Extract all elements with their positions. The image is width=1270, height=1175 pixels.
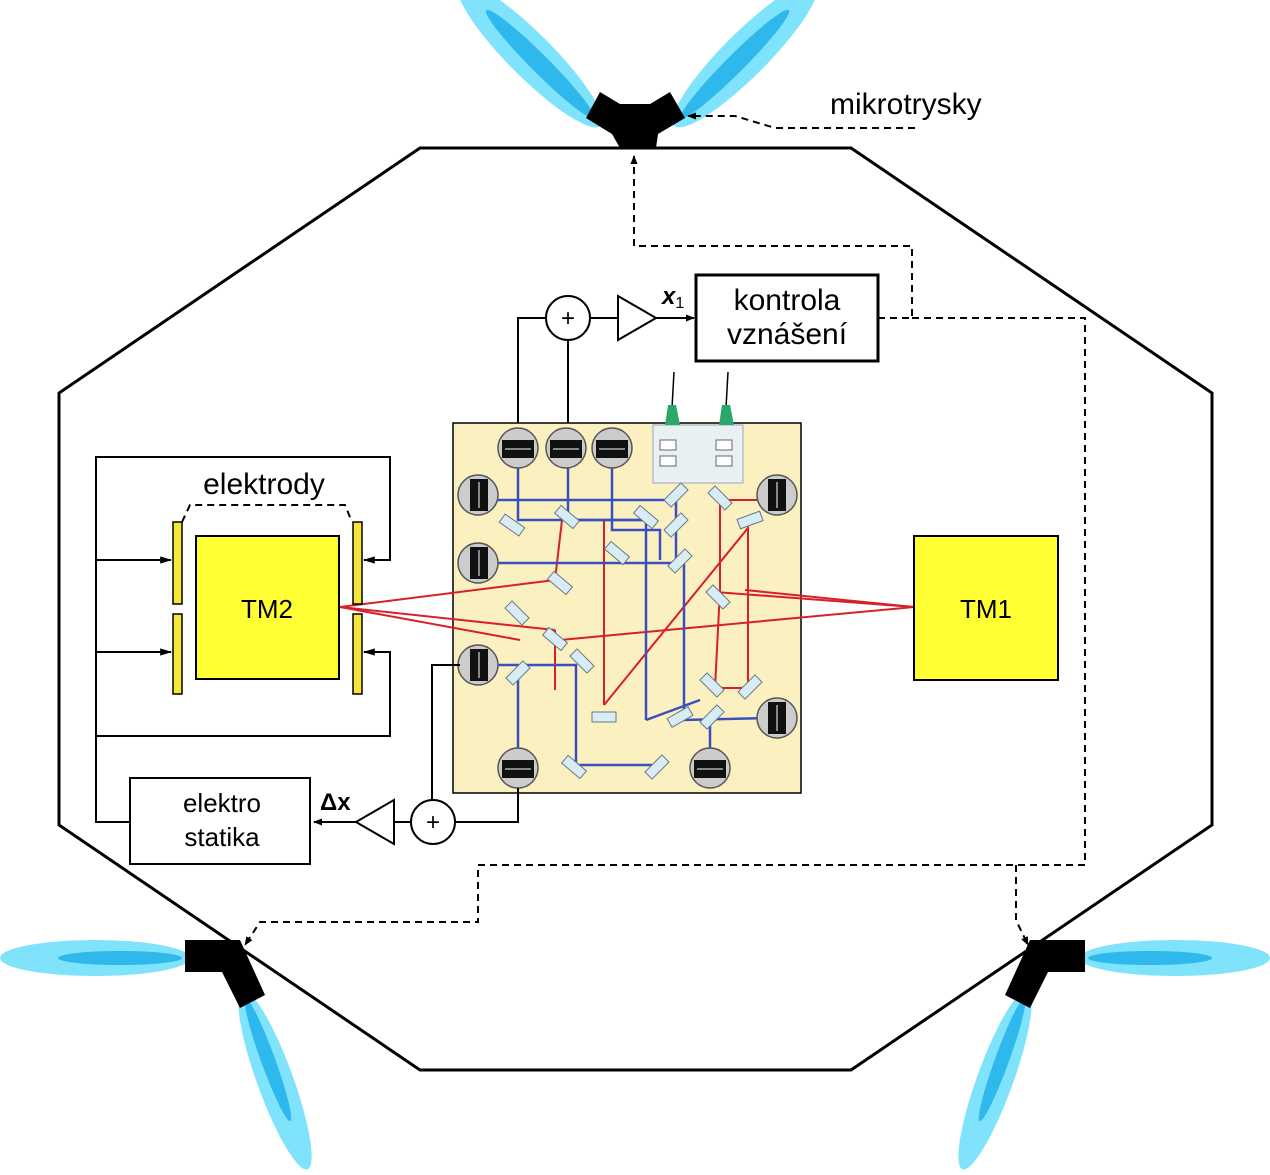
line-qpd-left-to-sum (431, 664, 460, 800)
thruster-plume-bottom-left-diagonal (238, 990, 312, 1170)
optical-mirrors (498, 482, 764, 780)
amplifier-top (617, 294, 658, 342)
electrostatics-box (129, 777, 311, 865)
photodiode-left-2 (457, 542, 499, 584)
microthruster-top (586, 92, 685, 148)
thruster-plume-bottom-right-diagonal (958, 990, 1032, 1170)
tm2-label: TM2 (241, 594, 293, 624)
signal-to-top-thruster (630, 155, 913, 319)
lift-control-label-1: kontrola (734, 284, 841, 317)
fiber-injectors (652, 371, 744, 484)
wire-left-bus (95, 456, 391, 823)
electrode-left-top (172, 521, 183, 605)
microthruster-bottom-left (185, 940, 265, 1008)
test-mass-tm1 (913, 535, 1059, 681)
electrodes-bracket (181, 504, 353, 523)
lift-control-box (694, 273, 880, 363)
photodiode-left-1 (457, 474, 499, 516)
microthruster-bottom-right (1005, 940, 1085, 1008)
tm1-label: TM1 (960, 594, 1012, 624)
signal-to-bottom-thrusters (244, 317, 1086, 946)
delta-x-label: Δx (320, 789, 351, 816)
electrode-left-bottom (172, 613, 183, 695)
sum-sign-top: + (561, 305, 575, 332)
electrodes-label: elektrody (203, 468, 325, 501)
line-qpd1-to-sum (517, 317, 546, 448)
signal-to-bottom-right-thruster (1015, 865, 1029, 946)
amplifier-bottom (354, 798, 395, 846)
sum-sign-bottom: + (426, 809, 440, 836)
summing-junction-top (545, 295, 591, 341)
lift-control-label-2: vznášení (727, 318, 848, 351)
electrostatics-label-2: statika (184, 822, 260, 852)
thruster-plume-top-left (457, 0, 603, 128)
wire-right-bottom-loop (96, 648, 391, 737)
test-mass-tm2 (195, 535, 340, 680)
photodiode-left-3 (457, 644, 499, 686)
electrostatics-label-1: elektro (183, 788, 261, 818)
summing-junction-bottom (410, 799, 456, 845)
microthrusters-callout-line (687, 112, 915, 129)
spacecraft-hull (57, 146, 1214, 1072)
photodiode-top-3 (591, 427, 633, 469)
electrode-right-top (352, 521, 363, 605)
thruster-plume-bottom-left-horizontal (0, 940, 190, 976)
line-qpd-bottom-to-sum (455, 788, 519, 823)
thruster-plume-top-right (672, 0, 818, 128)
photodiode-right-1 (756, 474, 798, 516)
photodiode-top-2 (545, 427, 587, 469)
electrode-right-bottom (352, 613, 363, 695)
photodiode-top-1 (497, 427, 539, 469)
photodiode-right-2 (756, 697, 798, 739)
photodiode-bottom-1 (497, 747, 539, 789)
x1-label: x1 (660, 283, 684, 312)
microthrusters-label: mikrotrysky (830, 88, 982, 121)
photodiode-bottom-2 (689, 747, 731, 789)
thruster-plume-bottom-right-horizontal (1080, 940, 1270, 976)
